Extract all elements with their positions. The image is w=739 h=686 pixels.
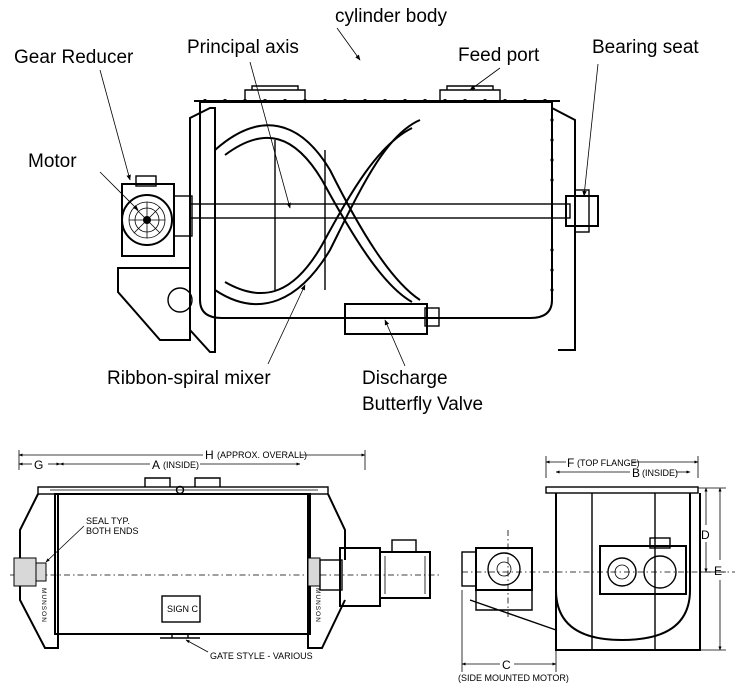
sign-c-plate [161,595,201,623]
label-butterfly-valve: Butterfly Valve [362,394,483,415]
gate-note: GATE STYLE - VARIOUS [210,651,313,661]
dim-f-note: (TOP FLANGE) [577,458,640,468]
feed-port-left [244,85,306,101]
label-feed-port: Feed port [458,45,540,66]
dim-h: H [205,448,214,462]
seal-note-1: SEAL TYP. [86,516,130,526]
flange-bolts [203,99,547,103]
label-bearing-seat: Bearing seat [592,37,699,58]
label-ribbon-spiral-mixer: Ribbon-spiral mixer [107,368,271,389]
sign-c-label: SIGN C [167,604,199,614]
left-end-plate [189,107,216,353]
dim-f: F [567,456,574,470]
dim-b: B [632,466,640,480]
ribbon-mixer-diagram: cylinder body Gear Reducer Principal axi… [14,6,699,415]
dim-b-note: (INSIDE) [642,468,678,478]
end-view-drawing: F (TOP FLANGE) B (INSIDE) [458,456,735,683]
label-motor: Motor [28,151,77,172]
dim-c: C [502,658,511,672]
label-principal-axis: Principal axis [187,37,299,58]
side-view-drawing: H (APPROX. OVERALL) G A (INSIDE) MUNSON … [10,448,440,661]
seal-note-2: BOTH ENDS [86,526,139,536]
feed-port-right [439,85,501,101]
motor-base [117,267,191,341]
dim-d: D [701,528,710,542]
dim-a-note: (INSIDE) [163,460,199,470]
end-gearbox [599,545,687,595]
dim-c-note: (SIDE MOUNTED MOTOR) [458,673,569,683]
end-u-trough [555,493,691,642]
ribbon-spiral [214,119,421,306]
motor-fan [121,194,173,246]
label-cylinder-body: cylinder body [335,6,447,27]
label-gear-reducer: Gear Reducer [14,47,134,68]
dim-e: E [714,564,722,578]
right-end-plate [551,107,576,351]
end-top-flange [545,486,699,494]
cylinder-body-shape [199,101,553,319]
bearing-seat [565,195,599,227]
dim-h-note: (APPROX. OVERALL) [217,450,307,460]
brand-left: MUNSON [40,588,47,623]
label-discharge: Discharge [362,368,448,389]
discharge-valve-body [344,303,428,335]
end-side-motor [475,547,533,591]
dim-g: G [34,458,43,472]
principal-axis-shaft [189,203,571,219]
brand-right: MUNSON [314,588,321,623]
side-trough-body [54,493,311,635]
discharge-gate [160,634,200,639]
dim-a: A [152,458,160,472]
side-left-leg [19,493,59,649]
